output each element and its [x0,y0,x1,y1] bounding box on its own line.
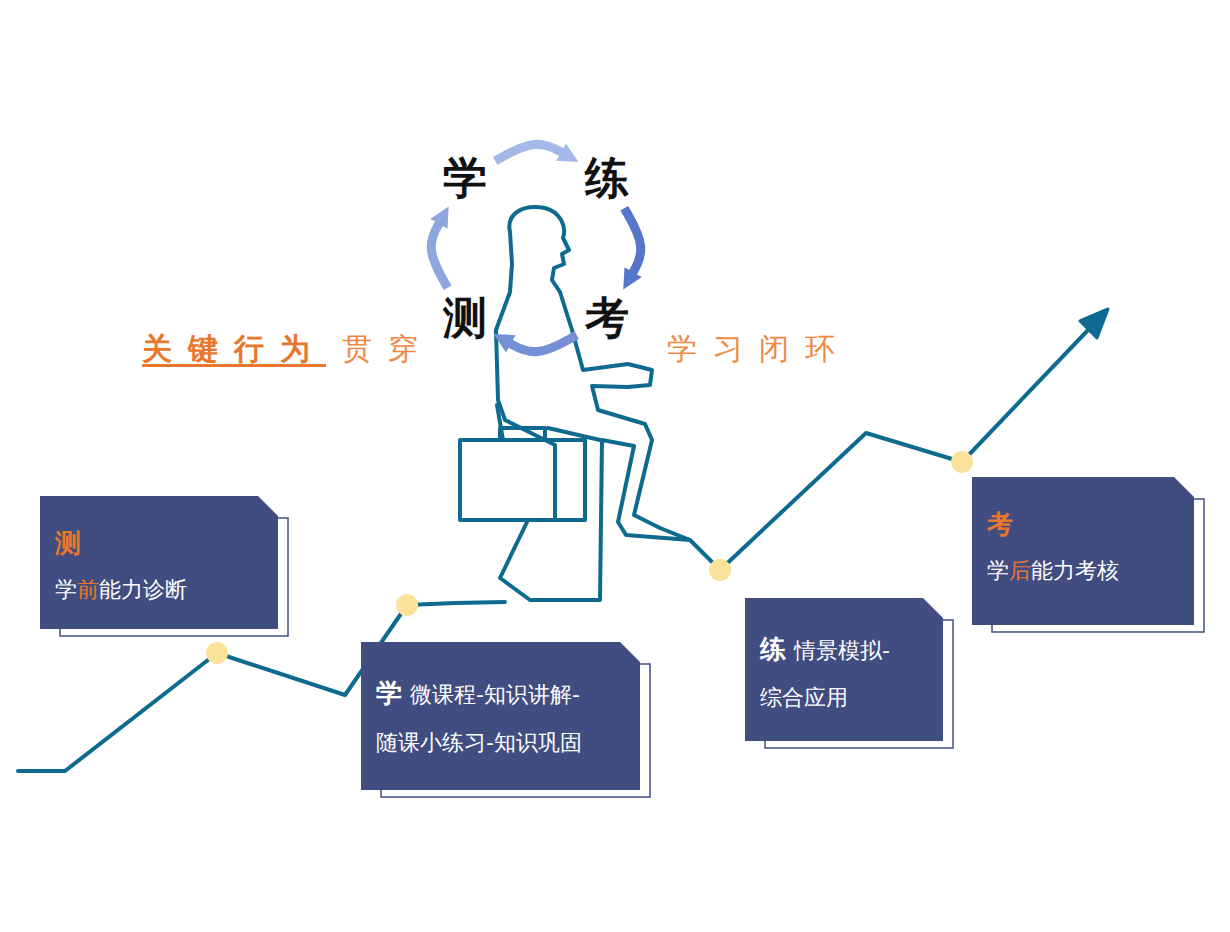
step-label: 考 [585,296,629,340]
growth-arrowhead [1080,309,1108,338]
milestone-dot [951,451,973,473]
box-shape [40,496,278,629]
stage-description: 学前能力诊断 [55,574,263,606]
briefcase-handle [500,428,545,440]
box-fill [972,477,1194,625]
cycle-step: 练 [582,153,632,203]
stage-description: 学后能力考核 [987,555,1179,587]
cycle-step: 学 [440,153,490,203]
briefcase [460,440,585,520]
stage-heading: 测 [55,526,263,560]
step-label: 测 [443,296,487,340]
cycle-arrow [431,220,447,287]
cycle-arrow [507,335,576,352]
cycle-step: 测 [440,293,490,343]
cycle-step: 考 [582,293,632,343]
box-fill [745,598,943,741]
cycle-arrow [624,208,640,275]
stage-box: 测学前能力诊断 [40,496,278,629]
box-fill [40,496,278,629]
cycle-arrow [495,144,564,161]
step-label: 练 [585,156,629,200]
milestone-dot [396,594,418,616]
stage-heading: 学 [376,678,402,708]
caption-text: 学习闭环 [667,331,851,367]
box-shape [361,642,640,790]
stage-box: 学微课程-知识讲解- 随课小练习-知识巩固 [361,642,640,790]
stage-heading: 考 [987,507,1179,541]
caption-text: 关键行为 [142,331,326,367]
milestone-dot [709,559,731,581]
stage-box: 考学后能力考核 [972,477,1194,625]
stage-heading: 练 [760,634,786,664]
person-arm [497,405,600,440]
box-shape [972,477,1194,625]
box-fill [361,642,640,790]
step-label: 学 [443,156,487,200]
milestone-dot [206,642,228,664]
person-outline [496,207,690,600]
caption-text: 贯穿 [342,331,434,367]
stage-box: 练情景模拟- 综合应用 [745,598,943,741]
box-shape [745,598,943,741]
